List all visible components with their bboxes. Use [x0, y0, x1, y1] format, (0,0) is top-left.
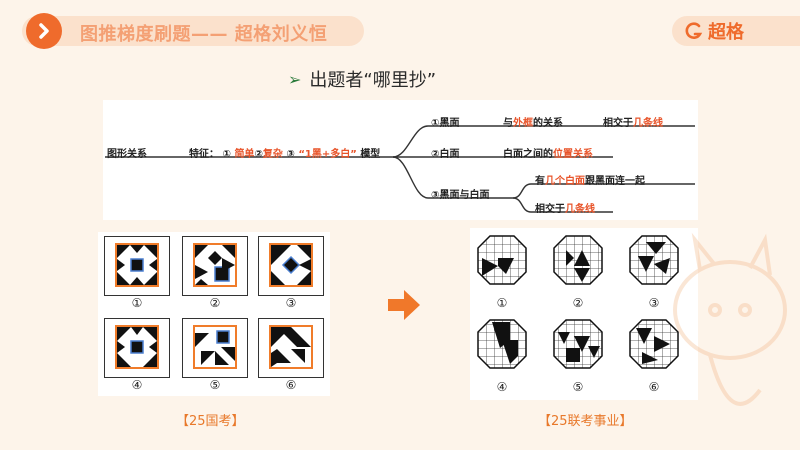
feature-circle-2: ②: [254, 149, 263, 160]
mindmap-panel: 图形关系 特征： ① 简单②复杂 ③ “1黑+多白” 模型 ①黑面 与外框的关系…: [103, 100, 698, 220]
option-label-4: ④: [131, 378, 143, 392]
branch-black-and-white: ③黑面与白面: [431, 190, 490, 201]
branch3-sub1-hl: 几个白面: [545, 176, 585, 187]
puzzle-option-6: [258, 318, 324, 378]
puzzle-option-4: [104, 318, 170, 378]
branch1-rel-b: 的关系: [533, 118, 563, 129]
branch2-rel-hl: 位置关系: [553, 149, 593, 160]
branch2-relation: 白面之间的位置关系: [503, 145, 593, 160]
branch-black-face: ①黑面: [431, 118, 460, 129]
mindmap-lines: [105, 125, 695, 213]
logo-pill: [672, 16, 800, 46]
puzzle-option-2: [182, 236, 248, 296]
title-pill: [22, 16, 364, 46]
branch3-sub2: 相交于几条线: [535, 200, 595, 215]
branch3-sub2-hl: 几条线: [565, 204, 595, 215]
section-subtitle: ➢ 出题者“哪里抄”: [288, 66, 436, 92]
puzzle-option-5: [182, 318, 248, 378]
left-puzzle-figure: ① ② ③ ④ ⑤ ⑥: [98, 232, 330, 396]
puzzle-pattern: [117, 245, 157, 285]
option-label-3: ③: [285, 296, 297, 310]
feature-prefix: 特征：: [189, 149, 219, 160]
feature-circle-3: ③: [286, 149, 295, 160]
right-option-label-4: ④: [496, 380, 508, 394]
chevron-right-icon: [26, 13, 62, 49]
puzzle-pattern: [271, 245, 311, 285]
branch1-leaf: 相交于几条线: [603, 114, 663, 129]
branch1-leaf-a: 相交于: [603, 118, 633, 129]
branch3-sub1-a: 有: [535, 176, 545, 187]
brand-logo-text: 超格: [708, 22, 744, 43]
option-label-5: ⑤: [209, 378, 221, 392]
puzzle-frame: [193, 325, 237, 369]
puzzle-option-1: [104, 236, 170, 296]
feature-complex: 复杂: [262, 149, 283, 160]
branch1-relation: 与外框的关系: [503, 114, 563, 129]
brand-logo-icon: [685, 22, 703, 39]
branch1-rel-hl: 外框: [513, 118, 533, 129]
mindmap-feature: 特征： ① 简单②复杂 ③ “1黑+多白” 模型: [189, 145, 380, 160]
octagon-grid-options: [477, 235, 679, 369]
puzzle-frame: [115, 243, 159, 287]
puzzle-frame: [115, 325, 159, 369]
right-option-label-6: ⑥: [648, 380, 660, 394]
right-option-label-5: ⑤: [572, 380, 584, 394]
page-title: 图推梯度刷题—— 超格刘义恒: [80, 24, 328, 45]
branch1-leaf-hl: 几条线: [633, 118, 663, 129]
right-option-label-2: ②: [572, 296, 584, 310]
right-option-label-3: ③: [648, 296, 660, 310]
option-label-6: ⑥: [285, 378, 297, 392]
mindmap-root: 图形关系: [107, 149, 147, 160]
right-option-label-1: ①: [496, 296, 508, 310]
puzzle-pattern: [195, 245, 235, 285]
branch-white-face: ②白面: [431, 149, 460, 160]
arrow-bullet-icon: ➢: [288, 69, 302, 89]
puzzle-pattern: [271, 327, 311, 367]
subtitle-text: 出题者“哪里抄”: [309, 70, 437, 91]
option-label-2: ②: [209, 296, 221, 310]
puzzle-frame: [269, 243, 313, 287]
arrow-right-icon: [388, 290, 420, 320]
feature-circle-1: ①: [222, 149, 231, 160]
mascot-watermark-icon: [673, 232, 787, 406]
puzzle-pattern: [195, 330, 235, 365]
right-puzzle-figure: ① ② ③ ④ ⑤ ⑥: [470, 228, 698, 400]
right-caption: 【25联考事业】: [538, 414, 633, 429]
puzzle-frame: [269, 325, 313, 369]
option-label-1: ①: [131, 296, 143, 310]
puzzle-frame: [193, 243, 237, 287]
branch3-sub1: 有几个白面跟黑面连一起: [535, 172, 645, 187]
brand-logo: 超格: [684, 19, 744, 43]
left-caption: 【25国考】: [176, 414, 245, 429]
branch2-rel-a: 白面之间的: [503, 149, 553, 160]
header-bar: 图推梯度刷题—— 超格刘义恒 超格: [0, 0, 800, 62]
branch1-rel-a: 与: [503, 118, 513, 129]
branch3-sub1-b: 跟黑面连一起: [585, 176, 645, 187]
puzzle-pattern: [117, 327, 157, 367]
feature-suffix: 模型: [360, 149, 381, 160]
branch3-sub2-a: 相交于: [535, 204, 565, 215]
feature-simple: 简单: [234, 149, 255, 160]
puzzle-option-3: [258, 236, 324, 296]
feature-model: “1黑+多白”: [298, 149, 357, 160]
